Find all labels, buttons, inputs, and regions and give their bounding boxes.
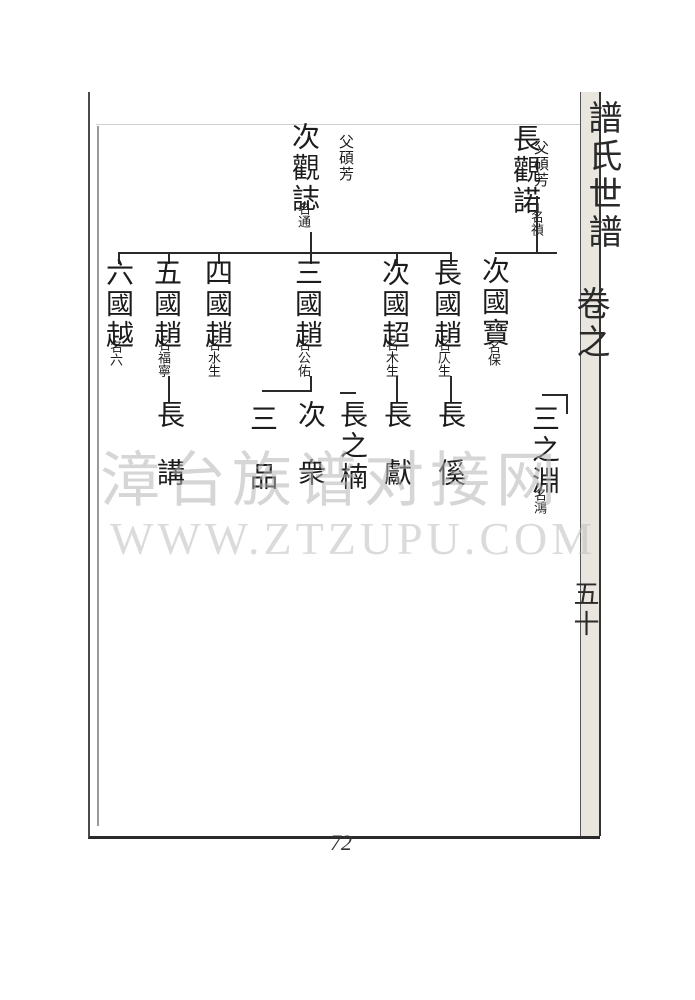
gen2-note-3: 名木生 bbox=[383, 338, 398, 377]
gen2-note-1: 名保 bbox=[485, 340, 500, 366]
connector-2 bbox=[310, 232, 312, 254]
gen2-name-2: 長國趙 bbox=[430, 258, 463, 351]
gen1-name-1: 長觀諾 bbox=[509, 124, 542, 217]
gen2-name-3: 次國超 bbox=[378, 258, 411, 351]
watermark-text: 漳台族谱对接网 bbox=[100, 446, 562, 516]
gen3-name-3: 長獻 bbox=[380, 400, 413, 516]
drop-line bbox=[218, 252, 220, 264]
branch-line-1 bbox=[495, 252, 557, 254]
gen2-note-5: 名水生 bbox=[205, 338, 220, 377]
gen2-note-7: 名六 bbox=[107, 340, 122, 366]
gen3-name-6: 三品 bbox=[246, 404, 279, 520]
page-number: 72 bbox=[330, 830, 352, 855]
watermark-url: WWW.ZTZUPU.COM bbox=[110, 513, 597, 564]
connector-1 bbox=[536, 196, 538, 252]
drop-line bbox=[566, 394, 568, 414]
inner-border bbox=[97, 126, 99, 826]
gen3-name-2: 長傒 bbox=[434, 400, 467, 516]
drop-line bbox=[168, 252, 170, 264]
gen2-name-4: 三國趙 bbox=[291, 258, 324, 351]
edge-title: 譜氏世譜 bbox=[582, 100, 622, 252]
drop-line bbox=[450, 252, 452, 264]
branch-line bbox=[340, 392, 356, 394]
edge-volume: 卷之 bbox=[570, 286, 610, 362]
gen2-name-5: 四國趙 bbox=[201, 258, 234, 351]
gen1-note-1: 名禎 bbox=[528, 210, 543, 236]
gen3-name-1: 三之淵 bbox=[528, 404, 561, 497]
drop-line bbox=[310, 376, 312, 390]
drop-line bbox=[310, 252, 312, 264]
drop-line bbox=[396, 252, 398, 264]
book-spine bbox=[580, 92, 601, 836]
drop-line bbox=[168, 376, 170, 402]
page-frame bbox=[88, 92, 600, 839]
drop-line bbox=[396, 376, 398, 402]
gen3-name-7: 長講 bbox=[153, 400, 186, 516]
gen2-note-4: 名公佑 bbox=[295, 338, 310, 377]
branch-line bbox=[542, 394, 568, 396]
gen3-name-5: 次衆 bbox=[294, 400, 327, 516]
gen1-note-2: 名通 bbox=[295, 202, 310, 228]
gen2-note-6: 名福寧 bbox=[155, 338, 170, 377]
gen2-note-2: 名仄生 bbox=[435, 338, 450, 377]
gen2-name-1: 次國寶 bbox=[478, 256, 511, 349]
gen2-name-7: 六國越 bbox=[102, 258, 135, 351]
edge-number: 五十 bbox=[569, 580, 599, 640]
father-label-2: 父碩芳 bbox=[337, 134, 355, 182]
gen3-name-4: 長之楠 bbox=[336, 400, 369, 493]
gen2-name-6: 五國趙 bbox=[150, 258, 183, 351]
gen3-note-1: 名鴻 bbox=[531, 488, 546, 514]
branch-line bbox=[262, 390, 312, 392]
drop-line bbox=[450, 376, 452, 402]
branch-line-2 bbox=[118, 252, 452, 254]
drop-line bbox=[118, 252, 120, 264]
gen1-name-2: 次觀誌 bbox=[288, 122, 321, 215]
frame-top-rule bbox=[96, 124, 580, 125]
father-label-1: 父碩芳 bbox=[532, 140, 550, 188]
